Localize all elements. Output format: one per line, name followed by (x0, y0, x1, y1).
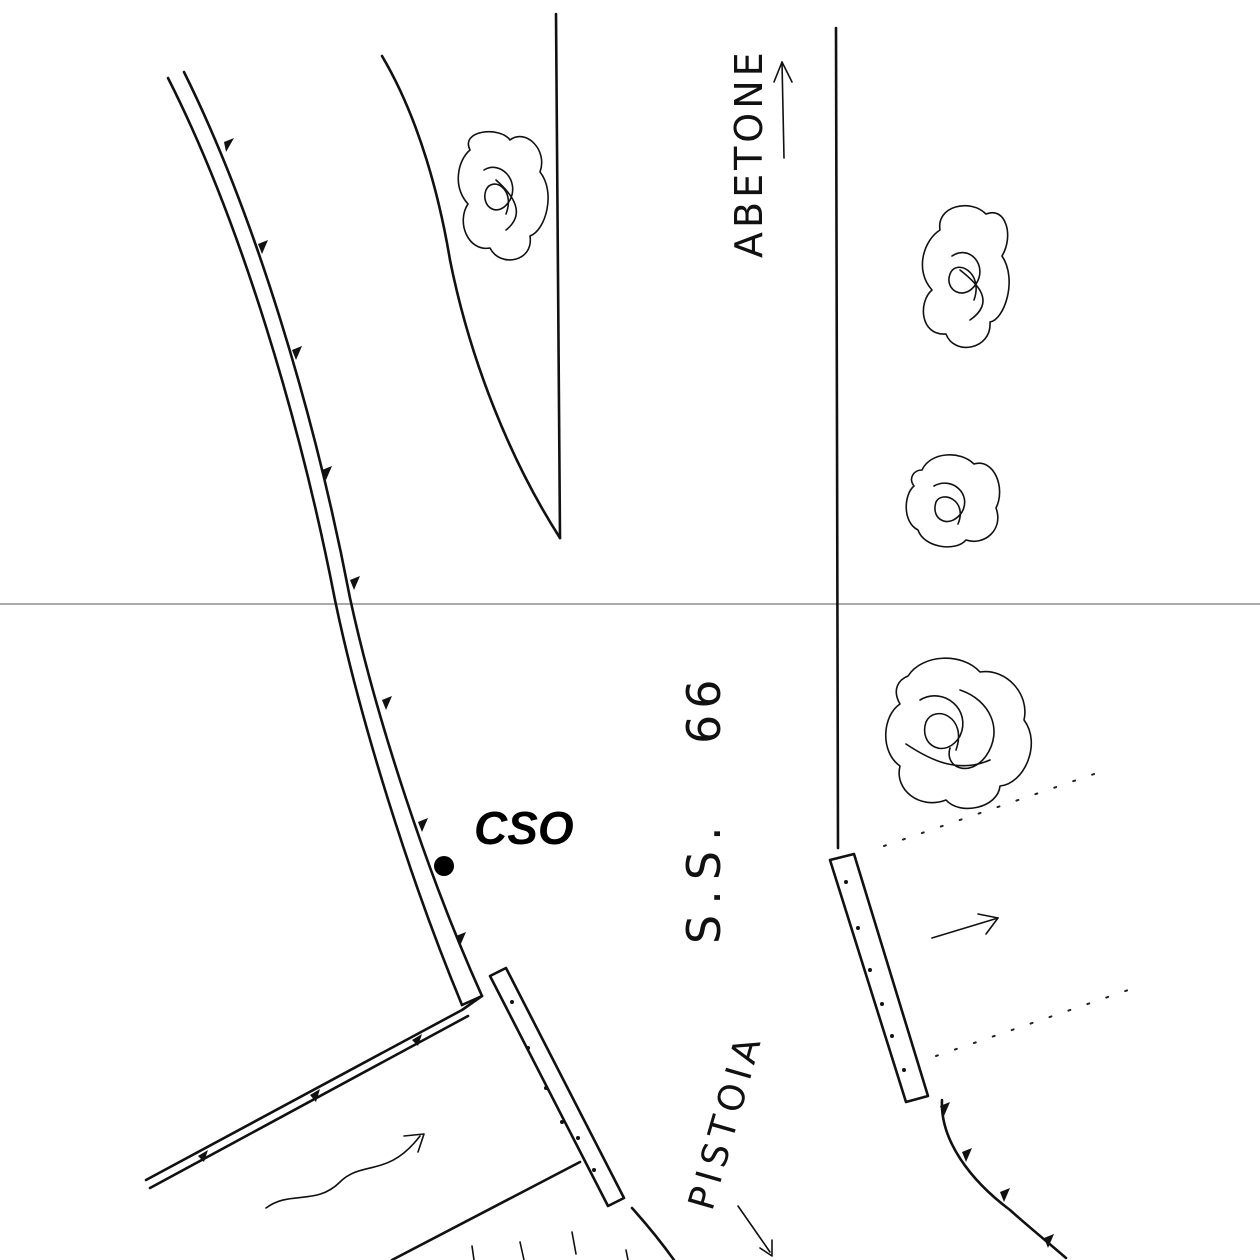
abetone-arrow-icon (773, 61, 793, 159)
dotted-line-lower (935, 985, 1141, 1057)
tree-icon (457, 131, 549, 261)
station-label: CSO (474, 802, 574, 854)
road-number-label: S.S. (677, 816, 731, 944)
tree-icon (921, 205, 1010, 349)
lower-left-ticks (198, 1034, 422, 1162)
tree-icon (884, 657, 1033, 810)
lower-left-embankment (144, 994, 484, 1190)
median-island (380, 12, 562, 540)
right-road-edge (834, 26, 840, 850)
lower-lanes (390, 1160, 629, 1260)
pistoia-label: PISTOIA (681, 1028, 771, 1215)
pistoia-arrow-icon (737, 1205, 773, 1257)
right-guardrail (828, 852, 930, 1104)
station-marker-icon (434, 856, 454, 876)
road-value-label: 66 (677, 673, 731, 744)
dotted-line-upper (883, 771, 1101, 847)
abetone-label: ABETONE (727, 48, 771, 258)
embankment-ticks (224, 138, 466, 946)
wavy-arrow-icon (265, 1133, 425, 1209)
left-guardrail (488, 966, 676, 1260)
tree-icon (905, 454, 1001, 548)
direction-arrow-icon (931, 913, 999, 939)
lower-right-embankment (940, 1098, 1068, 1260)
